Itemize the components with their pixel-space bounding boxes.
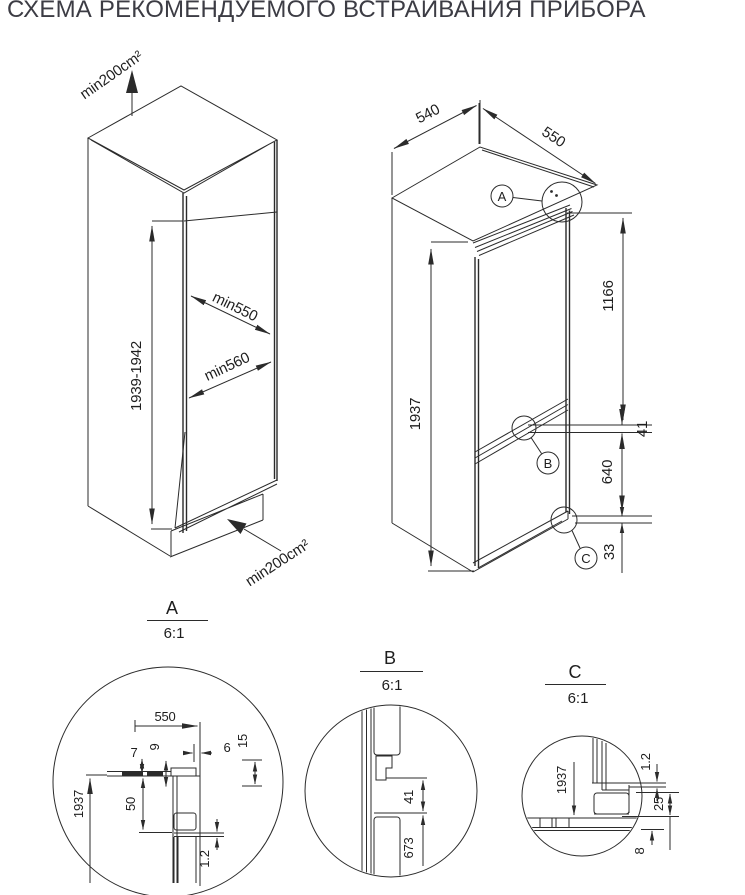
detail-a-gap-label: 1.2	[197, 850, 212, 867]
detail-b-door-label: 673	[401, 837, 416, 858]
inner-depth-label: min560	[202, 349, 253, 385]
depth-dimension	[479, 100, 596, 184]
detail-a-6-label: 6	[223, 740, 230, 755]
inner-depth-arrow	[188, 361, 272, 399]
detail-c-height-label: 1937	[554, 766, 569, 794]
detail-area-a-circle	[541, 181, 583, 223]
detail-c: C 6:1 1937 1.2 25 8	[521, 662, 679, 857]
detail-a-section	[107, 722, 201, 886]
detail-area-c-circle	[550, 506, 578, 534]
page-title: СХЕМА РЕКОМЕНДУЕМОГО ВСТРАИВАНИЯ ПРИБОРА	[7, 0, 646, 23]
detail-c-8-label: 8	[632, 847, 647, 854]
detail-area-b-circle	[511, 415, 537, 441]
callout-a-circle	[490, 184, 514, 208]
niche-drawing: min200cm² 1939-1942 min550 min560 min200…	[77, 47, 313, 590]
niche-height-dimension	[149, 220, 183, 530]
upper-door-label: 1166	[600, 280, 617, 311]
detail-a-50-label: 50	[123, 797, 138, 811]
inner-width-label: min550	[210, 289, 261, 325]
inner-width-arrow	[190, 295, 271, 335]
detail-b: B 6:1 41 673	[304, 648, 478, 878]
detail-a: A 6:1	[52, 598, 284, 895]
height-label: 1937	[407, 398, 424, 431]
callout-b-letter: B	[544, 456, 553, 471]
detail-c-circle	[521, 735, 643, 857]
detail-c-section	[524, 738, 641, 831]
niche-front-edges	[182, 140, 278, 533]
gap-label: 41	[634, 421, 651, 437]
detail-c-dimensions	[571, 762, 679, 850]
callout-b: B	[511, 415, 560, 475]
detail-b-section	[361, 706, 427, 876]
detail-a-7-label: 7	[130, 745, 137, 760]
niche-height-label: 1939-1942	[128, 341, 145, 411]
callout-c-circle	[574, 546, 598, 570]
detail-b-scale: 6:1	[382, 677, 403, 694]
detail-a-circle	[52, 666, 284, 895]
depth-label: 550	[539, 123, 569, 151]
detail-c-scale: 6:1	[568, 690, 589, 707]
height-dimension	[428, 241, 474, 572]
top-vent-arrow	[126, 70, 138, 116]
detail-c-gap-label: 1.2	[638, 753, 653, 770]
detail-a-height-label: 1937	[71, 790, 86, 818]
right-dimensions	[528, 212, 652, 573]
detail-a-width-label: 550	[154, 709, 175, 724]
top-vent-label: min200cm²	[77, 47, 146, 103]
detail-c-25-label: 25	[651, 797, 666, 811]
detail-a-dimensions	[86, 720, 262, 883]
detail-b-dimensions	[400, 780, 427, 866]
callout-c: C	[550, 506, 598, 570]
width-label: 540	[413, 101, 443, 127]
bottom-vent-label: min200cm²	[243, 536, 313, 590]
callout-a-letter: A	[498, 189, 507, 204]
callout-c-letter: C	[581, 551, 590, 566]
appliance-drawing: 540 550 1937 1166	[390, 100, 652, 573]
width-dimension	[391, 103, 480, 195]
bottom-gap-label: 33	[601, 544, 618, 560]
detail-b-letter: B	[384, 648, 396, 668]
lower-door-label: 640	[599, 460, 616, 484]
detail-a-letter: A	[166, 598, 178, 618]
callout-b-circle	[536, 451, 560, 475]
bottom-vent-arrow	[227, 519, 282, 552]
detail-c-letter: C	[569, 662, 582, 682]
detail-a-scale: 6:1	[164, 625, 185, 642]
appliance-door-edges	[474, 208, 571, 568]
callout-a: A	[490, 181, 583, 223]
detail-b-gap-label: 41	[401, 790, 416, 804]
detail-b-circle	[304, 704, 478, 878]
detail-a-15-label: 15	[235, 734, 250, 748]
detail-a-9-label: 9	[147, 743, 162, 750]
